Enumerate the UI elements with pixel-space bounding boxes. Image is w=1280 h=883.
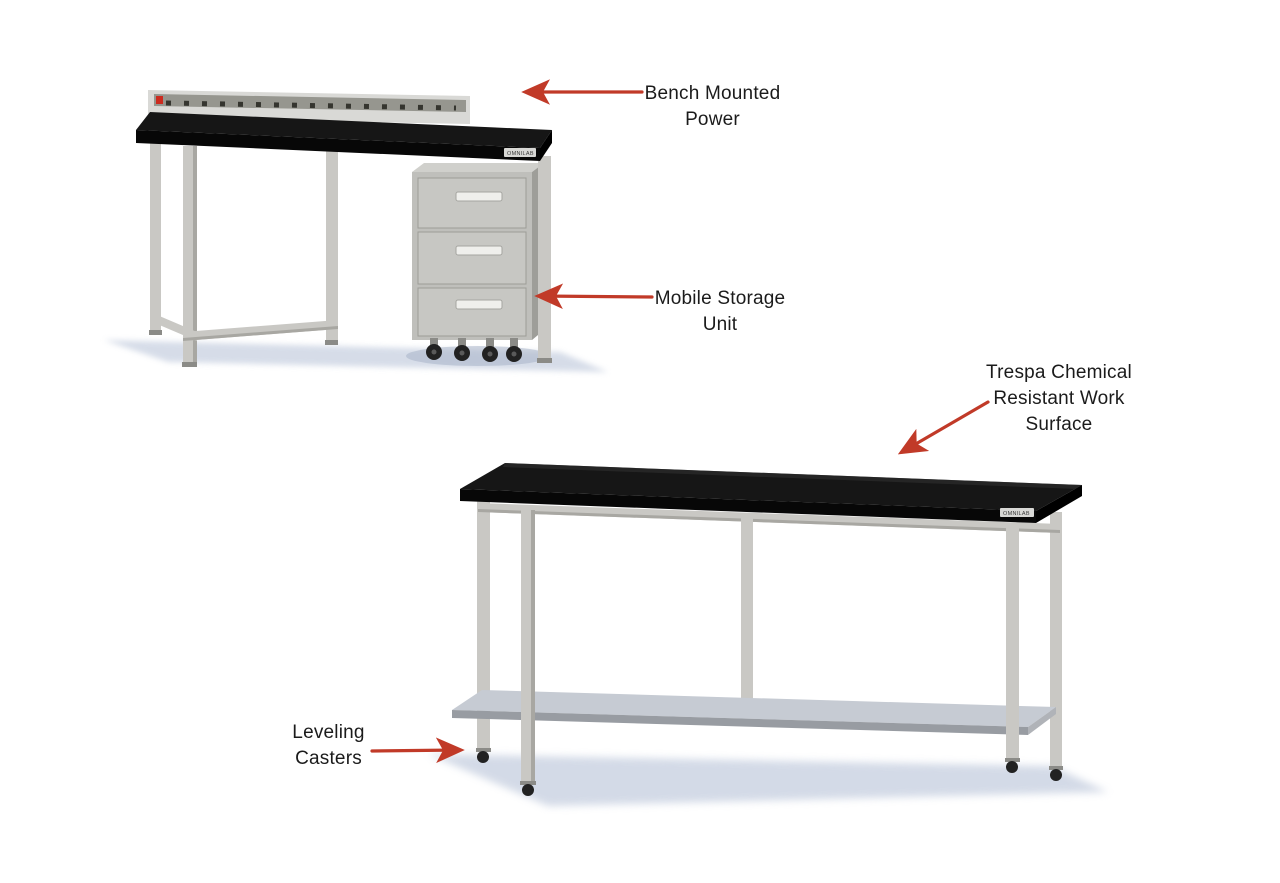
leveler-bracket [476, 748, 491, 752]
leveler-bracket [1005, 758, 1020, 762]
annotation-line: Casters [295, 748, 362, 769]
drawer-2 [417, 231, 527, 285]
annotation-bench-mounted-power: Bench Mounted Power [600, 81, 825, 133]
leveler-wheel [477, 751, 489, 763]
leveler-wheel [1006, 761, 1018, 773]
bench2-shelf-end [1028, 707, 1056, 735]
caster-hub [487, 351, 493, 357]
bench1-foot-middle [325, 340, 338, 345]
drawer-3-handle [455, 299, 503, 310]
annotation-line: Leveling [292, 722, 365, 743]
brand-badge-bench2: OMNILAB [1000, 508, 1034, 517]
drawer-1-handle [455, 191, 503, 202]
leveler-bracket [520, 781, 536, 785]
bench1-leg-front-left-shade [193, 146, 197, 364]
bench1-worktop [136, 112, 552, 148]
power-switch [156, 96, 163, 104]
bench1-front-rail-shade [183, 326, 338, 341]
bench-with-storage-unit: OMNILAB [104, 90, 608, 372]
annotation-line: Surface [1025, 414, 1093, 435]
brand-badge-bench1: OMNILAB [504, 148, 536, 157]
bench1-leg-back-left [150, 116, 161, 332]
bench2-worktop-side-edge [1036, 485, 1082, 523]
bench2-floor-shadow [428, 754, 1108, 806]
bench1-leg-front-right [538, 156, 551, 360]
caster-stem [458, 338, 466, 347]
brand-logo-text: OMNILAB [1003, 511, 1030, 517]
pedestal-casters [426, 338, 522, 362]
annotation-line: Trespa Chemical [986, 362, 1132, 383]
drawer-1 [417, 177, 527, 229]
bench2-leg-front-right [1006, 524, 1019, 760]
bench1-foot-front-right [537, 358, 552, 363]
leveler-wheel [522, 784, 534, 796]
annotation-work-surface: Trespa Chemical Resistant Work Surface [950, 360, 1168, 438]
annotation-mobile-storage-unit: Mobile Storage Unit [610, 286, 830, 338]
drawer-2-handle [455, 245, 503, 256]
mobile-storage-unit [412, 163, 544, 362]
caster-stem [430, 338, 438, 347]
bench1-leg-middle [326, 150, 338, 342]
bench2-top-rail-shade [478, 509, 1060, 533]
bench2-leg-back-left [477, 497, 490, 750]
annotation-line: Resistant Work [993, 388, 1125, 409]
bench2-leg-middle [741, 515, 753, 711]
bench1-foot-back-left [149, 330, 162, 335]
arrow-work-surface [897, 400, 990, 455]
drawer-3 [417, 287, 527, 337]
bench1-worktop-side-edge [540, 130, 552, 161]
annotation-line: Power [685, 109, 740, 130]
bench2-worktop-highlight [503, 463, 1082, 489]
pedestal-top [412, 163, 544, 172]
brand-logo-text: OMNILAB [507, 151, 534, 157]
annotation-line: Mobile Storage [654, 288, 786, 309]
bench2-worktop [460, 463, 1082, 511]
arrow-leveling-casters [370, 737, 465, 764]
annotation-line: Bench Mounted [644, 83, 781, 104]
bench2-leg-back-right [1050, 512, 1062, 768]
bench2-leg-front-left-shade [531, 510, 535, 783]
leveler-bracket [1049, 766, 1063, 770]
caster-hub [511, 351, 517, 357]
leveling-casters [476, 748, 1063, 796]
caster-stem [486, 338, 494, 347]
arrow-mobile-storage-unit [534, 283, 654, 310]
caster-hub [431, 349, 437, 355]
bench1-foot-front-left [182, 362, 197, 367]
caster-hub [459, 350, 465, 356]
bench2-shelf [452, 690, 1056, 727]
annotation-leveling-casters: Leveling Casters [256, 720, 401, 772]
leveler-wheel [1050, 769, 1062, 781]
caster-stem [510, 338, 518, 347]
bench2-shelf-front-edge [452, 710, 1028, 735]
power-outlets [165, 100, 457, 111]
bench2-worktop-front-edge [460, 489, 1036, 523]
bench1-worktop-front-edge [136, 130, 540, 161]
workbench-with-shelf: OMNILAB [428, 463, 1108, 806]
power-strip [154, 94, 466, 112]
annotation-line: Unit [702, 314, 738, 335]
